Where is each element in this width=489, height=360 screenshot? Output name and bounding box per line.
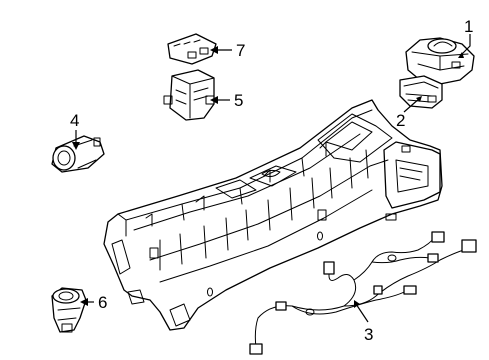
callout-1: 1: [458, 17, 473, 58]
callout-3: 3: [354, 300, 373, 344]
callout-6: 6: [80, 293, 107, 312]
center-console-body: [103, 99, 443, 331]
switch-module-part-5: [163, 69, 215, 121]
shifter-assembly-part-1: [405, 37, 475, 85]
power-outlet-part-6: [51, 287, 87, 333]
callout-2: 2: [396, 96, 422, 130]
callout-5: 5: [210, 91, 243, 110]
callout-label-3: 3: [364, 325, 373, 344]
callout-label-2: 2: [396, 111, 405, 130]
switch-assembly-part-2: [399, 75, 443, 109]
callout-4: 4: [70, 111, 80, 150]
callout-label-6: 6: [98, 293, 107, 312]
callout-label-5: 5: [234, 91, 243, 110]
callout-label-4: 4: [70, 111, 79, 130]
callout-7: 7: [210, 41, 245, 60]
callout-label-1: 1: [464, 17, 473, 36]
callout-label-7: 7: [236, 41, 245, 60]
power-outlet-part-4: [51, 135, 105, 173]
switch-panel-part-7: [167, 33, 217, 65]
